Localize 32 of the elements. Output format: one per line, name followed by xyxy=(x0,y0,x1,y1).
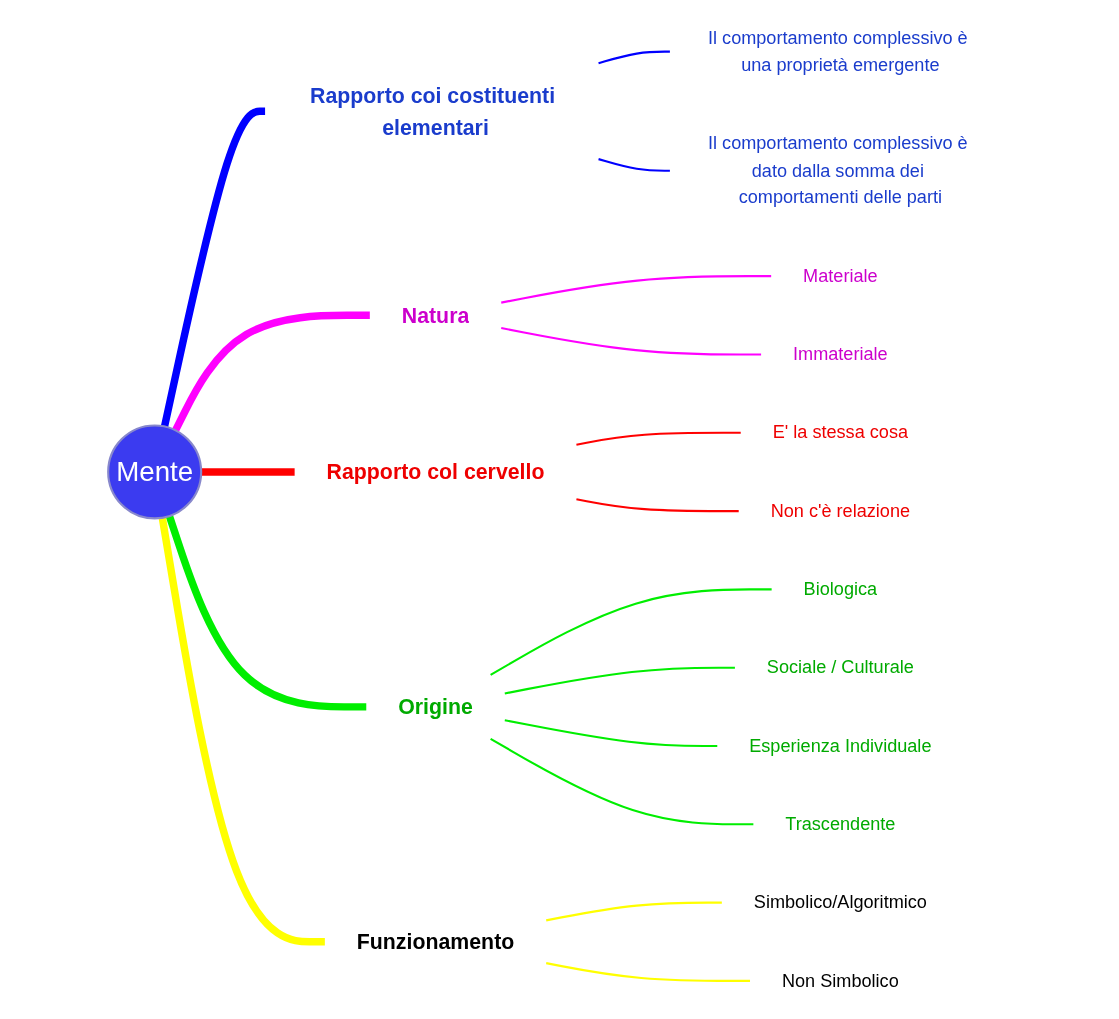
node-text: Natura xyxy=(401,303,470,328)
connector xyxy=(165,514,367,711)
connector xyxy=(546,901,722,922)
connector xyxy=(576,431,741,446)
node-text: Il comportamento complessivo è una proprietà emergente xyxy=(707,27,968,76)
node-text: Non Simbolico xyxy=(781,970,899,991)
node-text: Sociale / Culturale xyxy=(766,657,914,678)
connector xyxy=(160,107,266,428)
node-text: Simbolico/Algoritmico xyxy=(753,892,927,913)
node-text: E' la stessa cosa xyxy=(772,422,909,443)
connector xyxy=(501,327,762,356)
node-text: Il comportamento complessivo è dato dalla somma dei comportamenti delle parti xyxy=(707,133,968,208)
connector xyxy=(504,719,718,748)
node-text: Origine xyxy=(398,695,473,719)
connector xyxy=(490,737,754,826)
node-text: Immateriale xyxy=(793,344,888,365)
node-text: Funzionamento xyxy=(356,930,515,954)
node-text: Esperienza Individuale xyxy=(749,735,932,756)
connector xyxy=(576,498,739,513)
node-circle: Mente xyxy=(107,424,203,520)
connector xyxy=(598,50,670,65)
connector xyxy=(504,666,735,695)
node-text: Materiale xyxy=(803,265,878,287)
connector xyxy=(501,275,772,304)
node-text: Rapporto coi costituenti elementari xyxy=(310,83,556,139)
node-text: Rapporto col cervello xyxy=(326,460,545,484)
connector xyxy=(598,158,670,172)
node-text: Trascendente xyxy=(785,813,896,835)
node-text: Biologica xyxy=(803,579,878,600)
node-text: Non c'è relazione xyxy=(770,500,911,521)
connector xyxy=(490,588,772,676)
connector xyxy=(546,962,750,982)
